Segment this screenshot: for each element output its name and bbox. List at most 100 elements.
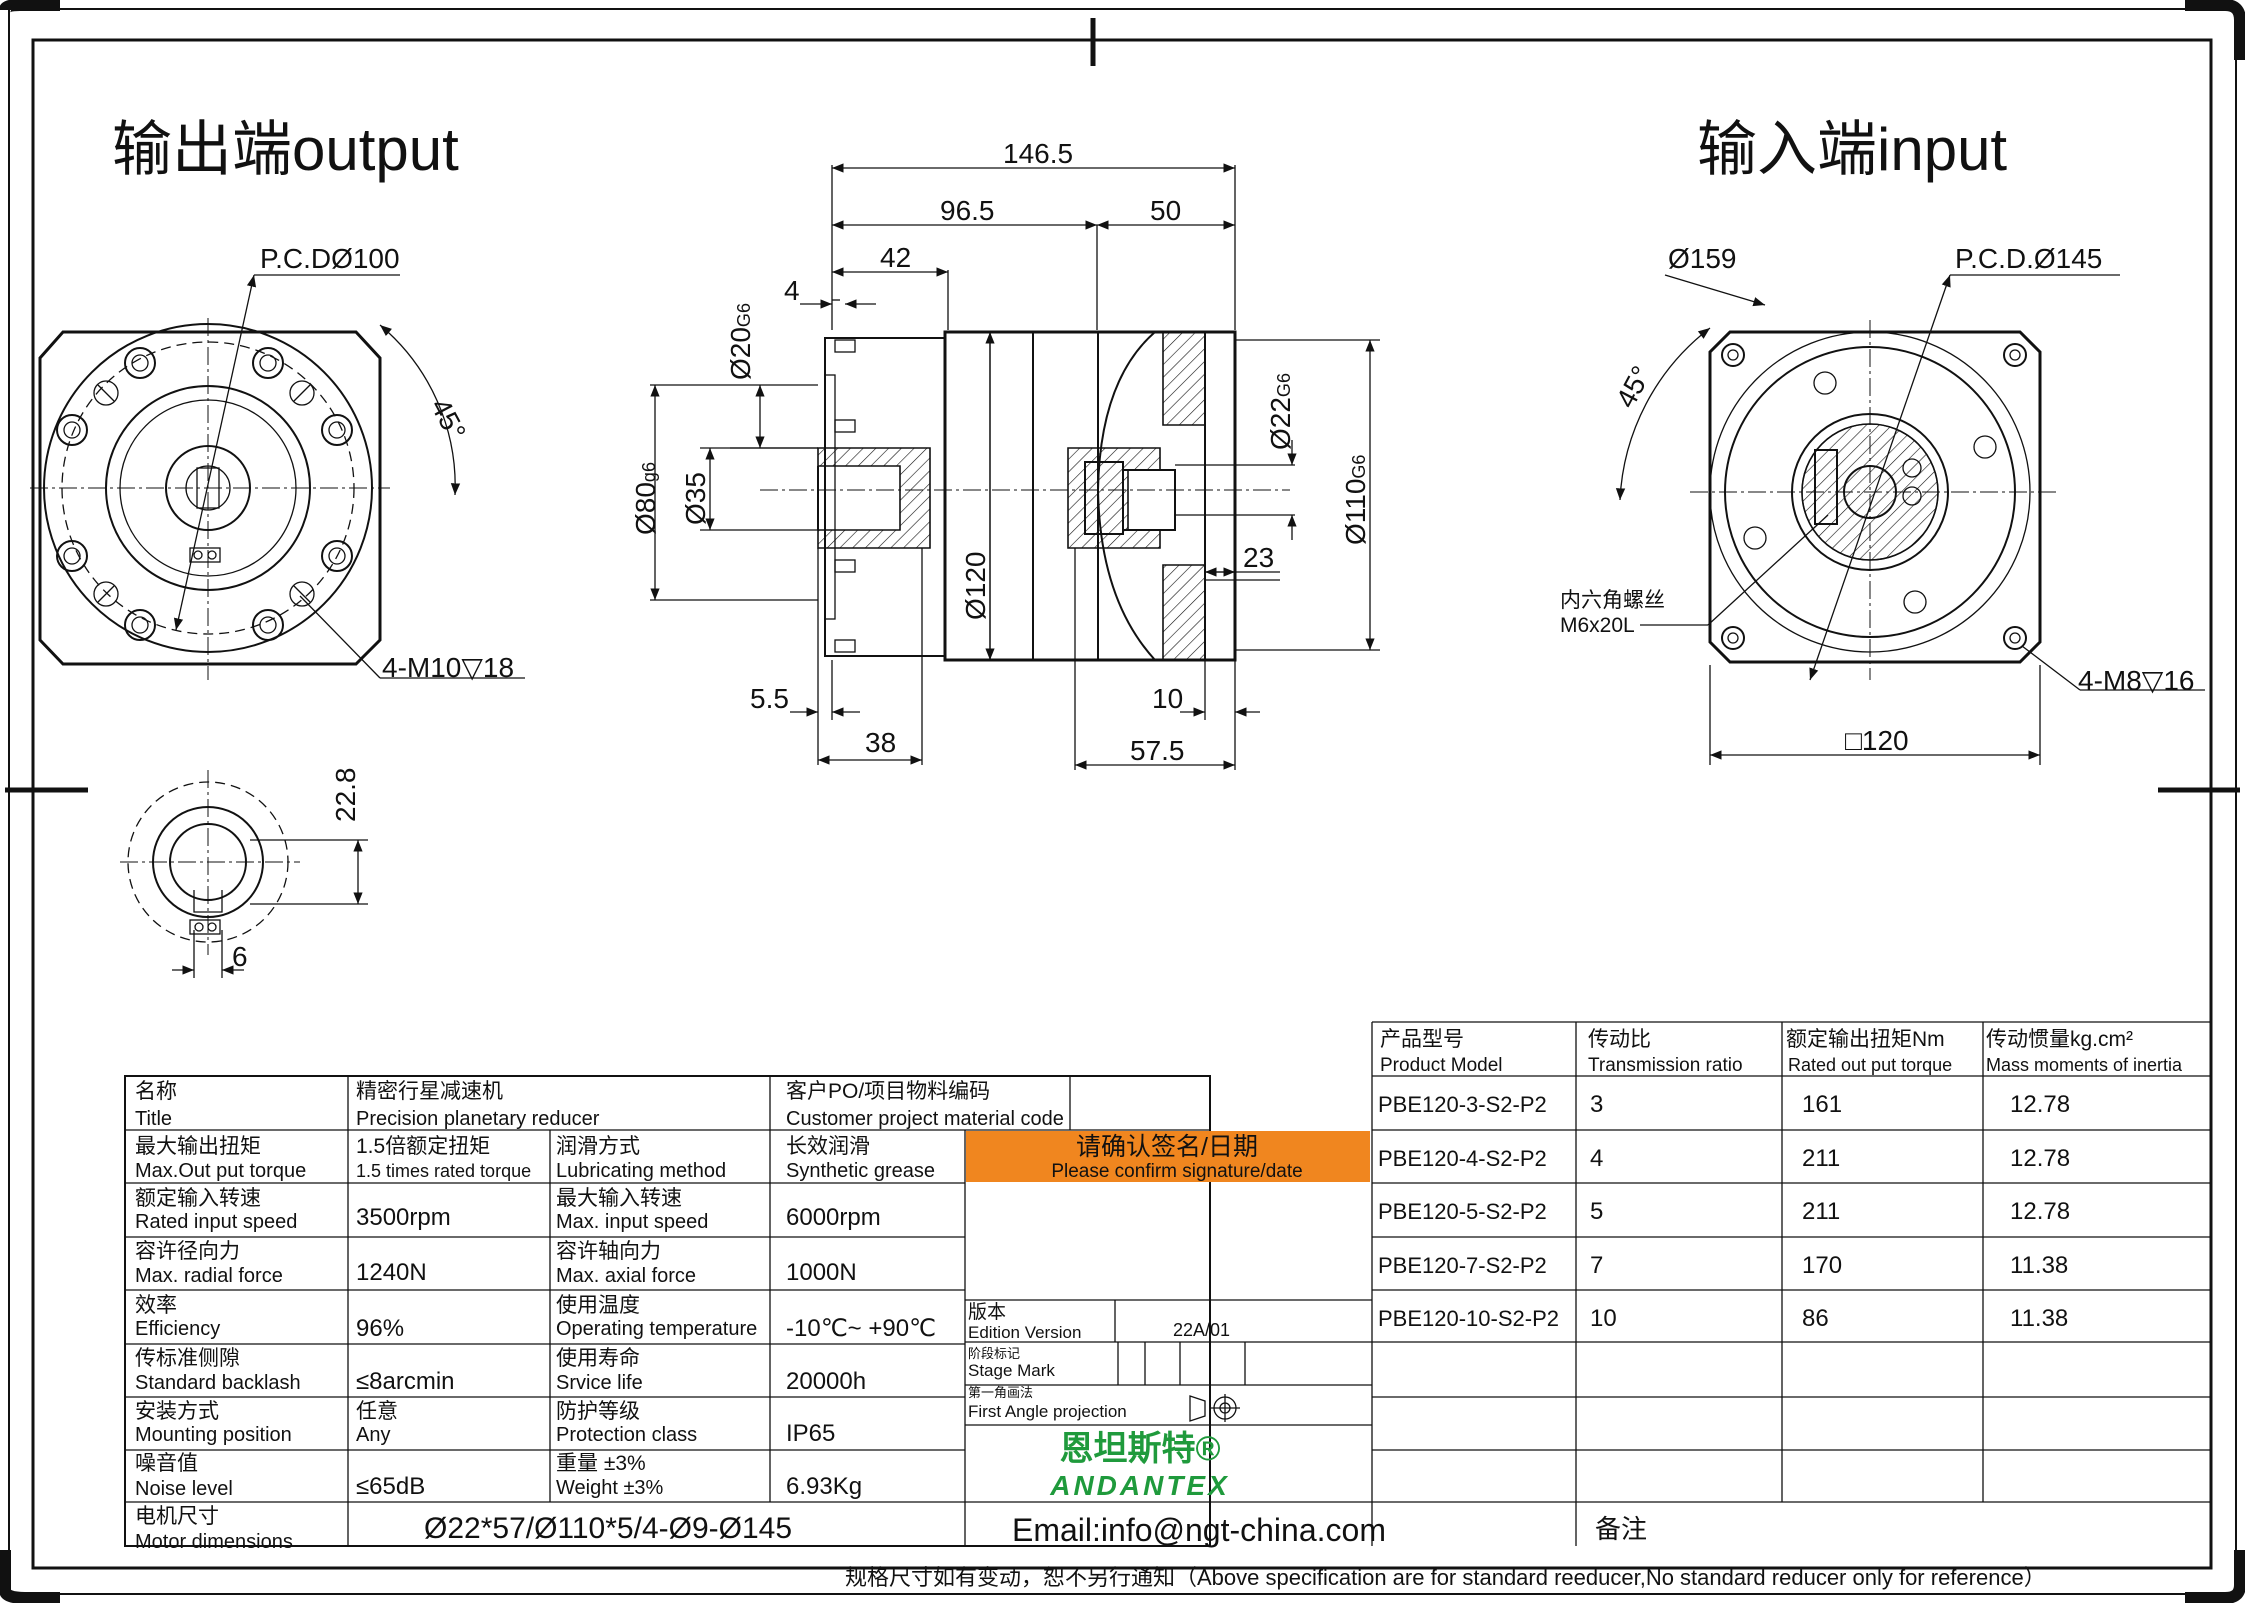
model-table-grid xyxy=(1371,1021,2210,1546)
contact-email: Email:info@ngt-china.com xyxy=(1012,1512,1386,1548)
input-angle-label: 45° xyxy=(1610,361,1657,413)
title-value-en: Precision planetary reducer xyxy=(356,1108,600,1130)
edition-label-cn: 版本 xyxy=(968,1301,1006,1323)
keyway-width-label: 6 xyxy=(232,941,248,972)
input-d159-label: Ø159 xyxy=(1668,243,1737,274)
life-label-cn: 使用寿命 xyxy=(556,1347,640,1370)
mount-value-en: Any xyxy=(356,1424,390,1446)
projection-label-en: First Angle projection xyxy=(968,1402,1127,1421)
max-in-value: 6000rpm xyxy=(786,1204,881,1231)
customer-label-en: Customer project material code xyxy=(786,1108,1064,1130)
model-row-0-ratio: 3 xyxy=(1590,1091,1603,1118)
model-header-ratio-cn: 传动比 xyxy=(1588,1028,1651,1051)
eff-label-cn: 效率 xyxy=(135,1294,177,1317)
radial-label-cn: 容许径向力 xyxy=(135,1240,240,1263)
motor-dimensions-value: Ø22*57/Ø110*5/4-Ø9-Ø145 xyxy=(424,1512,792,1545)
keyway-height-label: 22.8 xyxy=(330,768,361,823)
title-label-cn: 名称 xyxy=(135,1080,177,1103)
motor-label-en: Motor dimensions xyxy=(135,1531,293,1553)
model-row-1-model: PBE120-4-S2-P2 xyxy=(1378,1146,1547,1171)
noise-label-cn: 噪音值 xyxy=(135,1452,198,1475)
dim-110g6-value: Ø110 xyxy=(1340,479,1371,545)
dim-80g6: Ø80g6 xyxy=(630,462,661,535)
dim-50: 50 xyxy=(1150,195,1181,226)
lub-value-en: Synthetic grease xyxy=(786,1160,935,1182)
screw-label-cn: 内六角螺丝 xyxy=(1560,589,1665,612)
dim-110g6-tol: G6 xyxy=(1349,455,1369,479)
dim-38: 38 xyxy=(865,727,896,758)
input-view-title: 输入端input xyxy=(1697,116,2007,183)
dim-20g6-value: Ø20 xyxy=(725,327,756,380)
model-header-inertia-en: Mass moments of inertia xyxy=(1986,1055,2183,1075)
dim-22g6-value: Ø22 xyxy=(1265,397,1296,450)
dim-80g6-tol: g6 xyxy=(639,462,659,482)
brand-name-cn: 恩坦斯特® xyxy=(1059,1430,1220,1468)
radial-value: 1240N xyxy=(356,1259,427,1286)
max-out-label-en: Max.Out put torque xyxy=(135,1160,306,1182)
mount-label-cn: 安装方式 xyxy=(135,1400,219,1423)
output-holes-label: 4-M10▽18 xyxy=(382,652,514,683)
projection-label-cn: 第一角画法 xyxy=(968,1385,1033,1400)
input-end-view xyxy=(1615,274,2205,765)
weight-label-cn: 重量 ±3% xyxy=(556,1452,646,1475)
model-row-4-inertia: 11.38 xyxy=(2010,1305,2068,1332)
dim-22g6: Ø22G6 xyxy=(1265,373,1296,450)
max-out-label-cn: 最大输出扭矩 xyxy=(135,1135,261,1158)
weight-label-en: Weight ±3% xyxy=(556,1477,664,1499)
protect-label-en: Protection class xyxy=(556,1424,697,1446)
edition-value: 22A/01 xyxy=(1173,1320,1230,1340)
dim-42: 42 xyxy=(880,242,911,273)
model-header-inertia-cn: 传动惯量kg.cm² xyxy=(1986,1028,2133,1051)
model-row-3-ratio: 7 xyxy=(1590,1252,1603,1279)
model-row-4-model: PBE120-10-S2-P2 xyxy=(1378,1306,1559,1331)
backlash-value: ≤8arcmin xyxy=(356,1368,455,1395)
dim-20g6: Ø20G6 xyxy=(725,303,756,380)
remark-label: 备注 xyxy=(1595,1514,1647,1544)
max-out-value-cn: 1.5倍额定扭矩 xyxy=(356,1135,490,1158)
lub-value-cn: 长效润滑 xyxy=(786,1135,870,1158)
model-header-model-cn: 产品型号 xyxy=(1380,1028,1464,1051)
model-table-text: 产品型号 Product Model 传动比 Transmission rati… xyxy=(1378,1028,2183,1332)
model-row-0-inertia: 12.78 xyxy=(2010,1091,2070,1118)
dim-146-5: 146.5 xyxy=(1003,138,1073,169)
protect-label-cn: 防护等级 xyxy=(556,1400,640,1423)
spec-table-text: 名称 Title 精密行星减速机 Precision planetary red… xyxy=(135,1080,1647,1553)
output-angle-label: 45° xyxy=(425,393,472,445)
eff-value: 96% xyxy=(356,1315,404,1342)
output-pcd-label: P.C.DØ100 xyxy=(260,243,400,274)
weight-value: 6.93Kg xyxy=(786,1473,862,1500)
model-header-model-en: Product Model xyxy=(1380,1055,1503,1076)
model-row-1-ratio: 4 xyxy=(1590,1145,1603,1172)
output-end-view xyxy=(30,274,525,680)
first-angle-projection-symbol xyxy=(1189,1394,1240,1422)
temp-value: -10℃~ +90℃ xyxy=(786,1315,936,1342)
spec-table-grid xyxy=(124,1075,2210,1547)
confirm-label-cn: 请确认签名/日期 xyxy=(1076,1133,1258,1161)
backlash-label-cn: 传标准侧隙 xyxy=(135,1347,240,1370)
side-section-view xyxy=(650,163,1380,770)
model-row-1-torque: 211 xyxy=(1802,1145,1840,1172)
eff-label-en: Efficiency xyxy=(135,1318,220,1340)
output-view-title: 输出端output xyxy=(112,116,459,183)
dim-80g6-value: Ø80 xyxy=(630,482,661,535)
lub-label-cn: 润滑方式 xyxy=(556,1135,640,1158)
model-row-3-torque: 170 xyxy=(1802,1252,1842,1279)
axial-label-en: Max. axial force xyxy=(556,1265,696,1287)
life-label-en: Srvice life xyxy=(556,1372,643,1394)
model-row-3-model: PBE120-7-S2-P2 xyxy=(1378,1253,1547,1278)
dim-110g6: Ø110G6 xyxy=(1340,455,1371,545)
svg-text:Ø80g6: Ø80g6 xyxy=(630,462,661,535)
model-header-torque-cn: 额定输出扭矩Nm xyxy=(1786,1028,1945,1051)
max-in-label-cn: 最大输入转速 xyxy=(556,1187,682,1210)
dim-5-5: 5.5 xyxy=(750,683,789,714)
confirm-label-en: Please confirm signature/date xyxy=(1051,1161,1302,1182)
dim-96-5: 96.5 xyxy=(940,195,995,226)
life-value: 20000h xyxy=(786,1368,866,1395)
backlash-label-en: Standard backlash xyxy=(135,1372,301,1394)
model-row-2-inertia: 12.78 xyxy=(2010,1198,2070,1225)
model-header-ratio-en: Transmission ratio xyxy=(1588,1055,1743,1076)
input-square-label: □120 xyxy=(1845,725,1909,756)
edition-label-en: Edition Version xyxy=(968,1323,1081,1342)
